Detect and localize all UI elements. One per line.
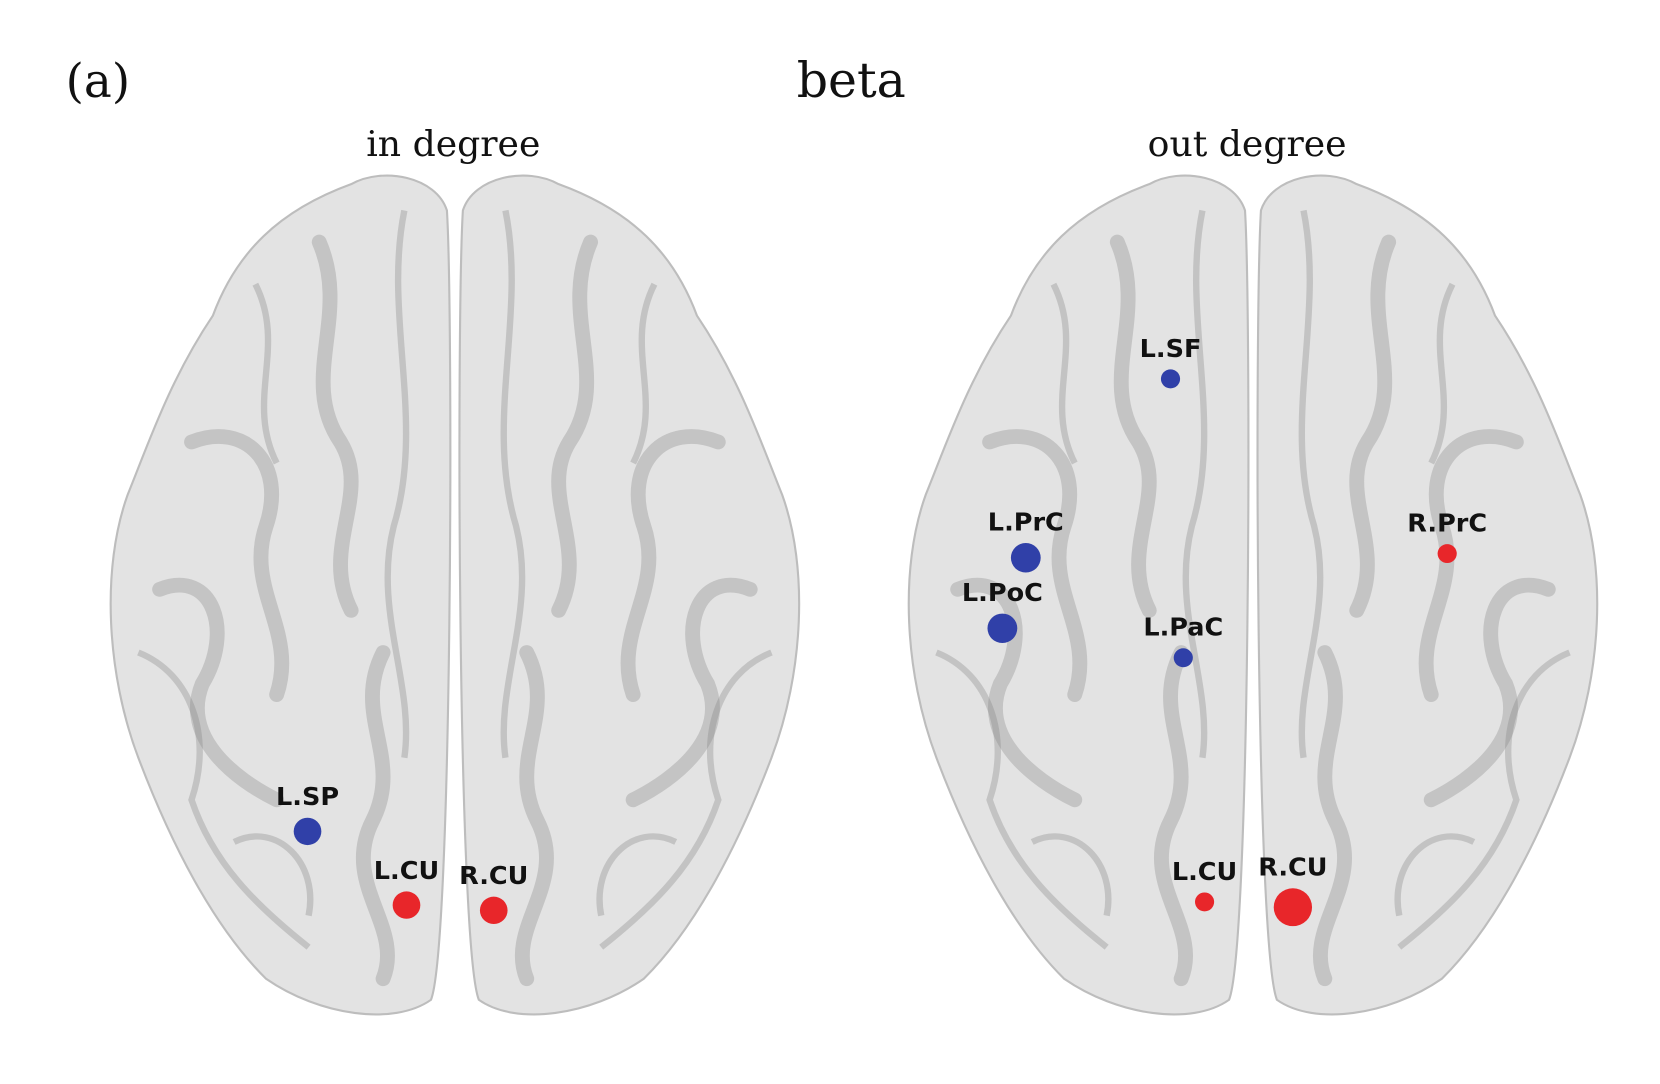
- node-label: L.CU: [1172, 856, 1237, 886]
- brain-node: L.PrC: [988, 507, 1064, 573]
- brain-node: L.PoC: [962, 577, 1043, 644]
- panel-label: (a): [66, 54, 130, 108]
- node-label: R.CU: [459, 860, 528, 890]
- panel-title: in degree: [366, 124, 540, 165]
- brain-node: R.PrC: [1407, 508, 1487, 564]
- band-title: beta: [797, 53, 906, 109]
- node-marker: [1273, 888, 1313, 927]
- node-label: L.PaC: [1143, 612, 1223, 642]
- node-layer: L.SP L.CU R.CU: [276, 781, 528, 925]
- node-label: L.PrC: [988, 507, 1064, 537]
- brain-node: L.CU: [1172, 856, 1237, 912]
- node-marker: [293, 817, 322, 846]
- node-marker: [1194, 892, 1215, 912]
- node-marker: [1010, 543, 1041, 573]
- node-marker: [479, 896, 508, 925]
- node-label: L.SF: [1140, 333, 1202, 363]
- brain-node: L.CU: [374, 855, 439, 919]
- node-label: L.PoC: [962, 577, 1043, 607]
- node-label: R.PrC: [1407, 508, 1487, 538]
- node-label: L.CU: [374, 855, 439, 885]
- panel-title: out degree: [1148, 124, 1347, 165]
- node-marker: [392, 891, 421, 919]
- node-marker: [1160, 369, 1181, 389]
- brain-node: R.CU: [459, 860, 528, 925]
- panel-in-degree: in degree L.SP L.CU R.CU: [111, 124, 799, 1014]
- node-layer: L.SF L.PrC L.PoC L.PaC R.PrC L.CU R.CU: [962, 333, 1487, 927]
- node-label: R.CU: [1258, 852, 1327, 882]
- brain-node: L.SP: [276, 781, 339, 846]
- panel-out-degree: out degree L.SF L.PrC L.PoC L.PaC R.PrC L.CU R…: [909, 124, 1597, 1014]
- brain-node: L.SF: [1140, 333, 1202, 389]
- node-marker: [987, 613, 1018, 644]
- brain-node: L.PaC: [1143, 612, 1223, 668]
- node-label: L.SP: [276, 781, 339, 811]
- node-marker: [1173, 648, 1193, 668]
- brain-axial-view: [111, 176, 799, 1015]
- node-marker: [1437, 544, 1457, 564]
- brain-node: R.CU: [1258, 852, 1328, 927]
